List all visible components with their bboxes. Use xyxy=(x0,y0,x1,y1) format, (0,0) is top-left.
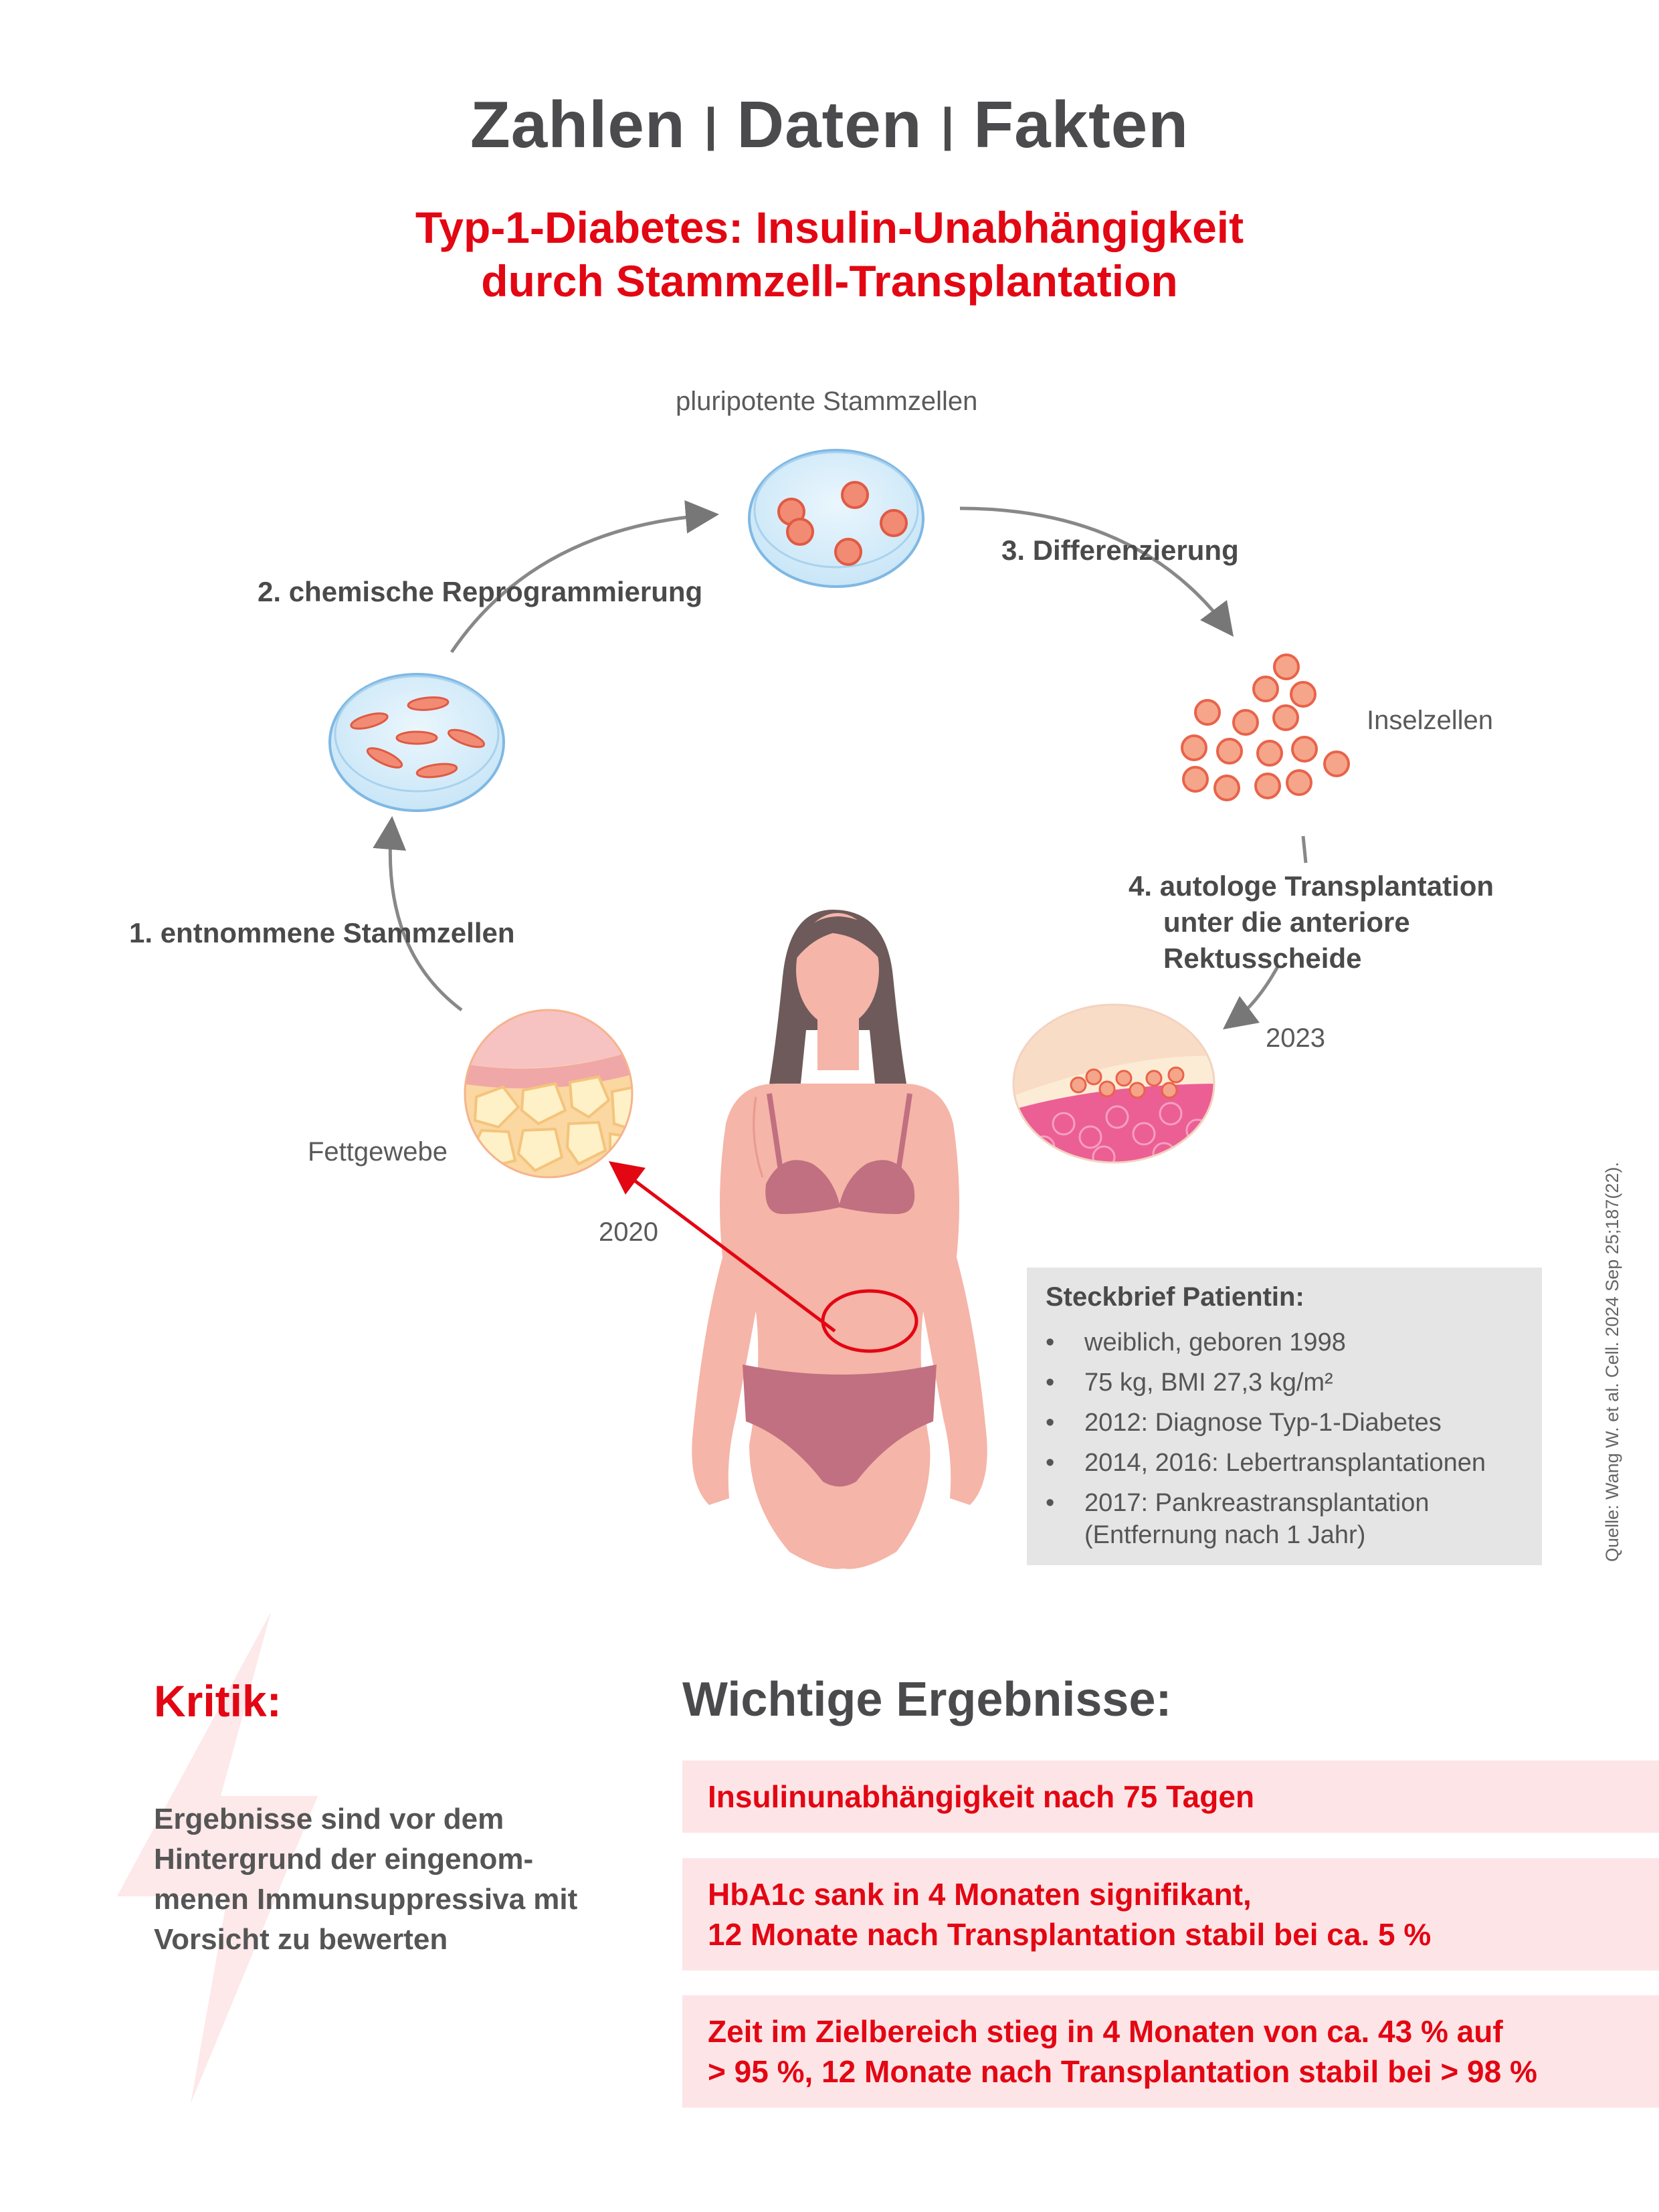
list-item: 2014, 2016: Lebertransplantationen xyxy=(1046,1443,1486,1483)
profile-item-text: 2017: Pankreastransplantation xyxy=(1084,1489,1430,1517)
step-4-line-3: Rektusscheide xyxy=(1163,942,1362,974)
result-3-line-2: > 95 %, 12 Monate nach Transplantation s… xyxy=(708,2054,1537,2089)
critique-line-2: Hintergrund der eingenom- xyxy=(154,1843,534,1876)
subtitle-line-2: durch Stammzell-Transplantation xyxy=(481,256,1178,306)
critique-line-1: Ergebnisse sind vor dem xyxy=(154,1803,504,1835)
list-item: weiblich, geboren 1998 xyxy=(1046,1322,1486,1363)
step-4-line-1: 4. autologe Transplantation xyxy=(1129,870,1494,902)
arrow-step-1 xyxy=(373,816,463,1011)
lightning-bolt-icon xyxy=(117,1612,318,2104)
petri-dish-icon xyxy=(328,673,505,812)
profile-item-text-line-2: (Entfernung nach 1 Jahr) xyxy=(1084,1521,1366,1549)
step-4-label: 4. autologe Transplantation unter die an… xyxy=(1129,868,1494,977)
critique-line-4: Vorsicht zu bewerten xyxy=(154,1923,448,1956)
title-part-1: Zahlen xyxy=(470,88,686,161)
subtitle-line-1: Typ-1-Diabetes: Insulin-Unabhängigkeit xyxy=(415,203,1244,252)
title-part-2: Daten xyxy=(737,88,922,161)
profile-heading: Steckbrief Patientin: xyxy=(1046,1282,1304,1312)
result-3-line-1: Zeit im Zielbereich stieg in 4 Monaten v… xyxy=(708,2014,1503,2049)
result-1-text: Insulinunabhängigkeit nach 75 Tagen xyxy=(708,1779,1255,1814)
result-2-line-2: 12 Monate nach Transplantation stabil be… xyxy=(708,1917,1432,1952)
critique-heading: Kritik: xyxy=(154,1676,282,1726)
label-pluripotent-stem-cells: pluripotente Stammzellen xyxy=(676,387,978,416)
list-item: 75 kg, BMI 27,3 kg/m² xyxy=(1046,1363,1486,1403)
petri-dish-icon xyxy=(748,449,924,588)
label-fat-tissue: Fettgewebe xyxy=(308,1137,448,1167)
profile-item-text: 75 kg, BMI 27,3 kg/m² xyxy=(1084,1369,1333,1397)
patient-profile-box: Steckbrief Patientin: weiblich, geboren … xyxy=(1027,1268,1542,1565)
arrow-step-4-top xyxy=(1301,835,1308,864)
profile-list: weiblich, geboren 1998 75 kg, BMI 27,3 k… xyxy=(1046,1322,1486,1551)
step-3-label: 3. Differenzierung xyxy=(1001,534,1239,566)
profile-item-text: 2012: Diagnose Typ-1-Diabetes xyxy=(1084,1409,1442,1437)
result-box-2: HbA1c sank in 4 Monaten signifikant, 12 … xyxy=(682,1858,1659,1971)
page-subtitle: Typ-1-Diabetes: Insulin-Unabhängigkeit d… xyxy=(0,201,1659,308)
title-separator-1: | xyxy=(704,98,718,150)
result-box-1: Insulinunabhängigkeit nach 75 Tagen xyxy=(682,1761,1659,1833)
list-item: 2012: Diagnose Typ-1-Diabetes xyxy=(1046,1403,1486,1443)
critique-line-3: menen Immunsuppressiva mit xyxy=(154,1883,578,1916)
source-citation: Quelle: Wang W. et al. Cell. 2024 Sep 25… xyxy=(1602,1162,1622,1562)
fat-tissue-icon xyxy=(464,1009,633,1179)
result-box-3: Zeit im Zielbereich stieg in 4 Monaten v… xyxy=(682,1995,1659,2108)
page-title: Zahlen | Daten | Fakten xyxy=(0,87,1659,163)
year-2020: 2020 xyxy=(599,1217,658,1247)
result-2-line-1: HbA1c sank in 4 Monaten signifikant, xyxy=(708,1877,1252,1912)
profile-item-text: weiblich, geboren 1998 xyxy=(1084,1328,1346,1356)
rectus-tissue-icon xyxy=(1012,1003,1215,1164)
title-part-3: Fakten xyxy=(973,88,1189,161)
female-figure-icon xyxy=(692,910,987,1569)
year-2023: 2023 xyxy=(1266,1023,1325,1053)
profile-item-text: 2014, 2016: Lebertransplantationen xyxy=(1084,1449,1486,1477)
islet-cells-icon xyxy=(1181,653,1350,801)
list-item: 2017: Pankreastransplantation (Entfernung… xyxy=(1046,1483,1486,1551)
step-1-label: 1. entnommene Stammzellen xyxy=(129,917,515,948)
arrow-step-3 xyxy=(959,506,1234,637)
stem-cell-cycle-diagram xyxy=(267,449,1350,1619)
fat-extraction-arrow xyxy=(609,1161,836,1332)
step-2-label: 2. chemische Reprogrammierung xyxy=(258,576,703,607)
title-separator-2: | xyxy=(941,98,955,150)
arrow-step-2 xyxy=(450,500,719,653)
critique-text: Ergebnisse sind vor dem Hintergrund der … xyxy=(154,1799,662,1960)
step-4-line-2: unter die anteriore xyxy=(1163,906,1410,938)
label-islet-cells: Inselzellen xyxy=(1367,706,1494,735)
arrow-step-4 xyxy=(1223,965,1280,1030)
results-heading: Wichtige Ergebnisse: xyxy=(682,1673,1172,1726)
